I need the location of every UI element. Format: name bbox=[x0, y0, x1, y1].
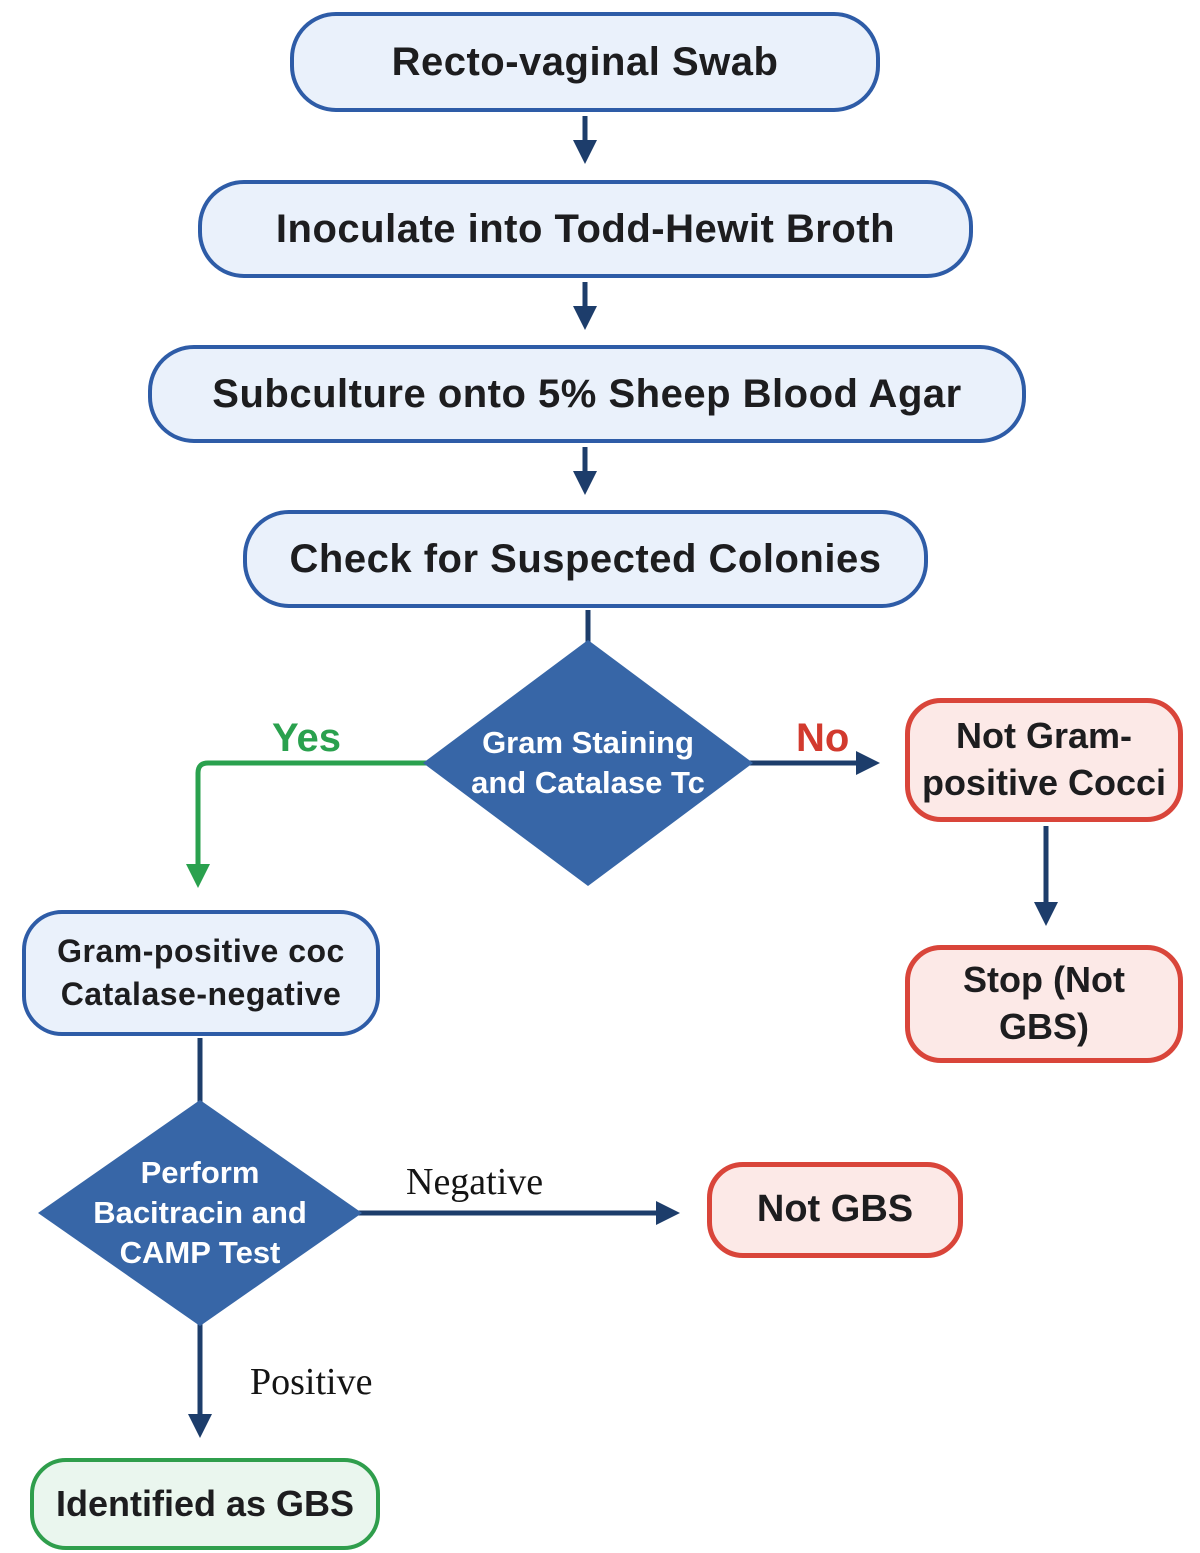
node-label-line1: Gram-positive coc bbox=[57, 932, 345, 969]
node-inoculate-broth: Inoculate into Todd-Hewit Broth bbox=[198, 180, 973, 278]
edge-gram-diamond-gram-positive bbox=[185, 760, 430, 889]
node-subculture-agar: Subculture onto 5% Sheep Blood Agar bbox=[148, 345, 1026, 443]
node-label-line2: and Catalase Tc bbox=[471, 765, 705, 800]
node-label-line1: Not Gram- bbox=[955, 715, 1132, 757]
node-label: Inoculate into Todd-Hewit Broth bbox=[275, 206, 896, 251]
node-stop-not-gbs: Stop (Not GBS) bbox=[905, 945, 1183, 1063]
node-label-line1: Stop (Not bbox=[963, 959, 1125, 1001]
edge-label-no: No bbox=[796, 716, 850, 760]
node-label-line2: GBS) bbox=[999, 1006, 1089, 1047]
node-check-colonies: Check for Suspected Colonies bbox=[243, 510, 928, 608]
node-identified-as-gbs: Identified as GBS bbox=[30, 1458, 380, 1550]
node-label-line2: Bacitracin and bbox=[93, 1195, 307, 1231]
node-recto-vaginal-swab: Recto-vaginal Swab bbox=[290, 12, 880, 112]
node-label-line2: positive Cocci bbox=[921, 762, 1167, 803]
node-gram-positive-cocci: Gram-positive coc Catalase-negative bbox=[22, 910, 380, 1036]
node-label: Subculture onto 5% Sheep Blood Agar bbox=[212, 371, 962, 416]
node-label-line2: Catalase-negative bbox=[60, 976, 342, 1012]
node-not-gbs: Not GBS bbox=[707, 1162, 963, 1258]
node-label-line3: CAMP Test bbox=[119, 1234, 281, 1270]
node-label: Check for Suspected Colonies bbox=[289, 536, 882, 581]
edge-label-positive: Positive bbox=[250, 1361, 373, 1403]
node-label: Recto-vaginal Swab bbox=[391, 39, 779, 84]
node-label-line1: Perform bbox=[140, 1155, 260, 1191]
edge-label-yes: Yes bbox=[272, 716, 341, 760]
node-label: Identified as GBS bbox=[55, 1483, 355, 1524]
node-not-gram-positive-cocci: Not Gram- positive Cocci bbox=[905, 698, 1183, 822]
node-label: Not GBS bbox=[756, 1188, 914, 1231]
edge-label-negative: Negative bbox=[406, 1161, 544, 1203]
node-label-line1: Gram Staining bbox=[482, 725, 694, 761]
